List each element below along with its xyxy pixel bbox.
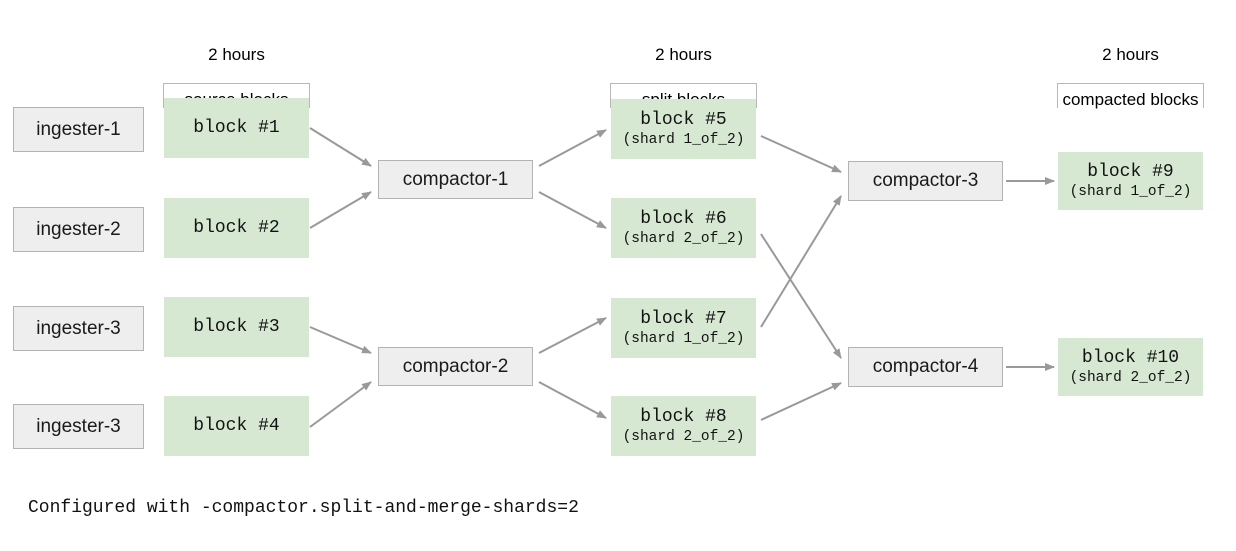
block-6-shard: (shard 2_of_2) [622, 230, 745, 247]
edge-block7-compactor3 [760, 195, 842, 328]
block-7-label: block #7 [640, 308, 727, 329]
ingester-2-label: ingester-2 [36, 218, 121, 240]
node-ingester-1[interactable]: ingester-1 [13, 107, 144, 152]
node-compactor-3[interactable]: compactor-3 [848, 161, 1003, 201]
bracket-label-compacted: 2 hours compacted blocks [1044, 22, 1217, 134]
bracket-source [163, 83, 310, 108]
node-block-9[interactable]: block #9 (shard 1_of_2) [1058, 152, 1203, 210]
block-10-shard: (shard 2_of_2) [1069, 369, 1192, 386]
ingester-3-b-label: ingester-3 [36, 415, 121, 437]
edge-compactor1-block6 [538, 191, 607, 229]
block-9-label: block #9 [1087, 161, 1174, 182]
diagram-caption: Configured with -compactor.split-and-mer… [28, 498, 579, 518]
node-block-8[interactable]: block #8 (shard 2_of_2) [611, 396, 756, 456]
edge-block2-compactor1 [309, 191, 372, 229]
node-block-6[interactable]: block #6 (shard 2_of_2) [611, 198, 756, 258]
block-1-label: block #1 [193, 117, 280, 138]
edge-block3-compactor2 [309, 326, 372, 354]
ingester-1-label: ingester-1 [36, 118, 121, 140]
node-ingester-3-a[interactable]: ingester-3 [13, 306, 144, 351]
compactor-1-label: compactor-1 [402, 168, 509, 190]
edge-compactor2-block7 [538, 317, 607, 354]
bracket-compacted-line2: compacted blocks [1062, 90, 1199, 110]
compactor-2-label: compactor-2 [402, 355, 509, 377]
block-5-shard: (shard 1_of_2) [622, 131, 745, 148]
edge-block8-compactor4 [760, 382, 842, 421]
node-compactor-2[interactable]: compactor-2 [378, 347, 533, 386]
bracket-split-line1: 2 hours [655, 45, 712, 65]
node-ingester-2[interactable]: ingester-2 [13, 207, 144, 252]
block-10-label: block #10 [1081, 347, 1180, 368]
bracket-compacted [1057, 83, 1204, 108]
node-compactor-1[interactable]: compactor-1 [378, 160, 533, 199]
ingester-3-a-label: ingester-3 [36, 317, 121, 339]
edge-block4-compactor2 [309, 381, 372, 428]
edge-compactor2-block8 [538, 381, 607, 419]
compactor-3-label: compactor-3 [872, 170, 979, 192]
edge-block5-compactor3 [760, 135, 842, 173]
block-8-shard: (shard 2_of_2) [622, 428, 745, 445]
bracket-source-line1: 2 hours [208, 45, 265, 65]
block-8-label: block #8 [640, 406, 727, 427]
node-ingester-3-b[interactable]: ingester-3 [13, 404, 144, 449]
block-5-label: block #5 [640, 109, 727, 130]
block-4-label: block #4 [193, 415, 280, 436]
block-6-label: block #6 [640, 208, 727, 229]
node-block-1[interactable]: block #1 [164, 98, 309, 158]
node-block-2[interactable]: block #2 [164, 198, 309, 258]
bracket-compacted-line1: 2 hours [1102, 45, 1159, 65]
node-block-7[interactable]: block #7 (shard 1_of_2) [611, 298, 756, 358]
node-block-10[interactable]: block #10 (shard 2_of_2) [1058, 338, 1203, 396]
edge-block6-compactor4 [760, 233, 842, 359]
block-9-shard: (shard 1_of_2) [1069, 183, 1192, 200]
node-block-5[interactable]: block #5 (shard 1_of_2) [611, 99, 756, 159]
block-7-shard: (shard 1_of_2) [622, 330, 745, 347]
node-compactor-4[interactable]: compactor-4 [848, 347, 1003, 387]
block-2-label: block #2 [193, 217, 280, 238]
node-block-3[interactable]: block #3 [164, 297, 309, 357]
node-block-4[interactable]: block #4 [164, 396, 309, 456]
block-3-label: block #3 [193, 316, 280, 337]
edge-compactor1-block5 [538, 129, 607, 167]
bracket-split [610, 83, 757, 108]
compactor-4-label: compactor-4 [872, 356, 979, 378]
